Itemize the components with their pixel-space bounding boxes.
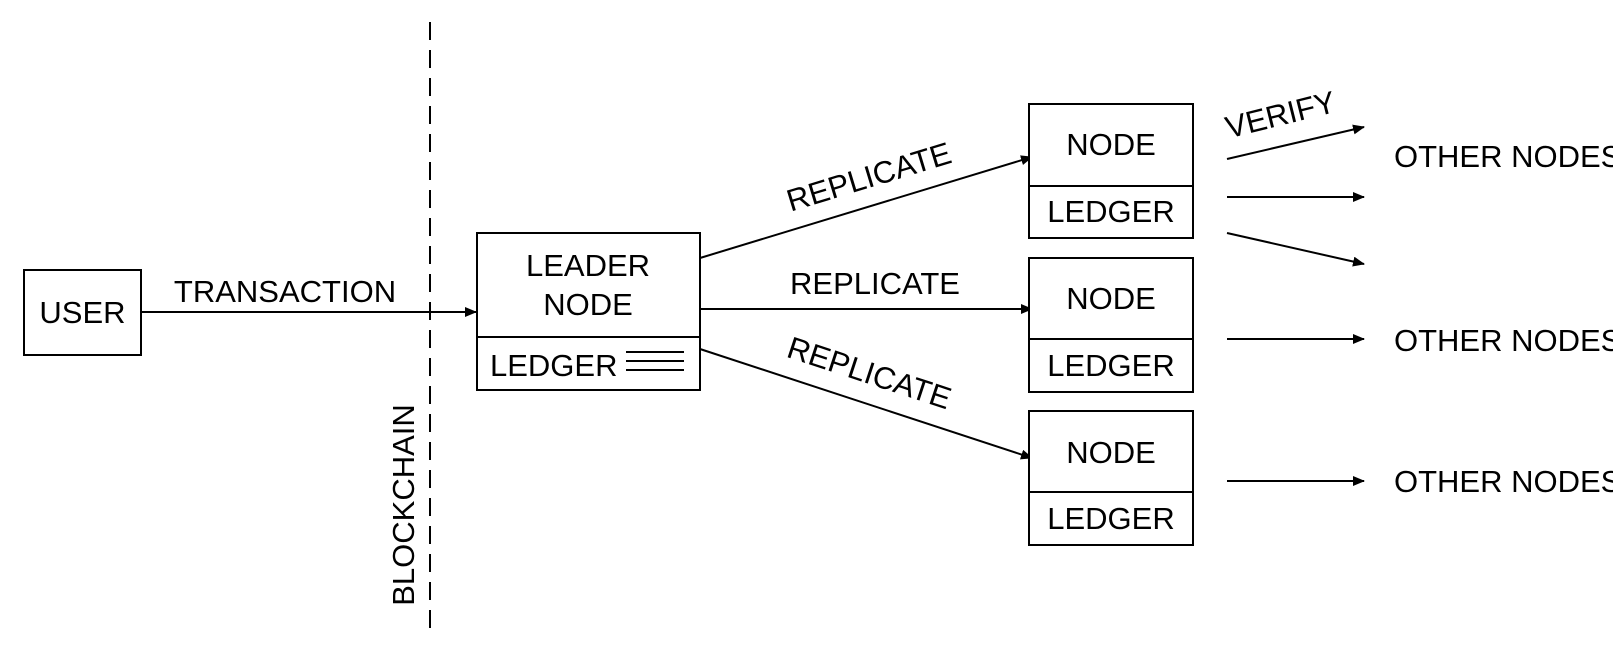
verify-arrow-down (1226, 232, 1365, 267)
leader-node: LEADER NODE LEDGER (476, 232, 701, 391)
follower-node: NODE LEDGER (1028, 410, 1194, 546)
node-ledger-label: LEDGER (1047, 501, 1174, 536)
node-ledger-label: LEDGER (1047, 348, 1174, 383)
node-label: NODE (1066, 281, 1156, 316)
leader-ledger-label: LEDGER (490, 348, 617, 383)
follower-node: NODE LEDGER (1028, 103, 1194, 239)
node-ledger-label: LEDGER (1047, 194, 1174, 229)
other-nodes-label: OTHER NODES (1394, 323, 1613, 358)
replicate-label-bottom: REPLICATE (783, 330, 955, 416)
node-label: NODE (1066, 435, 1156, 470)
replicate-label-middle: REPLICATE (790, 266, 960, 301)
user-label: USER (39, 295, 125, 330)
leader-label-line1: LEADER (526, 248, 650, 283)
blockchain-label: BLOCKCHAIN (386, 404, 421, 606)
other-nodes-label: OTHER NODES (1394, 139, 1613, 174)
other-nodes-label: OTHER NODES (1394, 464, 1613, 499)
ledger-lines-icon (626, 351, 684, 371)
replicate-arrow-bottom (699, 348, 1033, 460)
leader-label-line2: NODE (543, 287, 633, 322)
transaction-label: TRANSACTION (174, 274, 396, 309)
node-label: NODE (1066, 127, 1156, 162)
user-node: USER (23, 269, 142, 356)
replicate-arrow-top (699, 155, 1033, 259)
follower-node: NODE LEDGER (1028, 257, 1194, 393)
verify-arrow-up (1226, 124, 1365, 160)
